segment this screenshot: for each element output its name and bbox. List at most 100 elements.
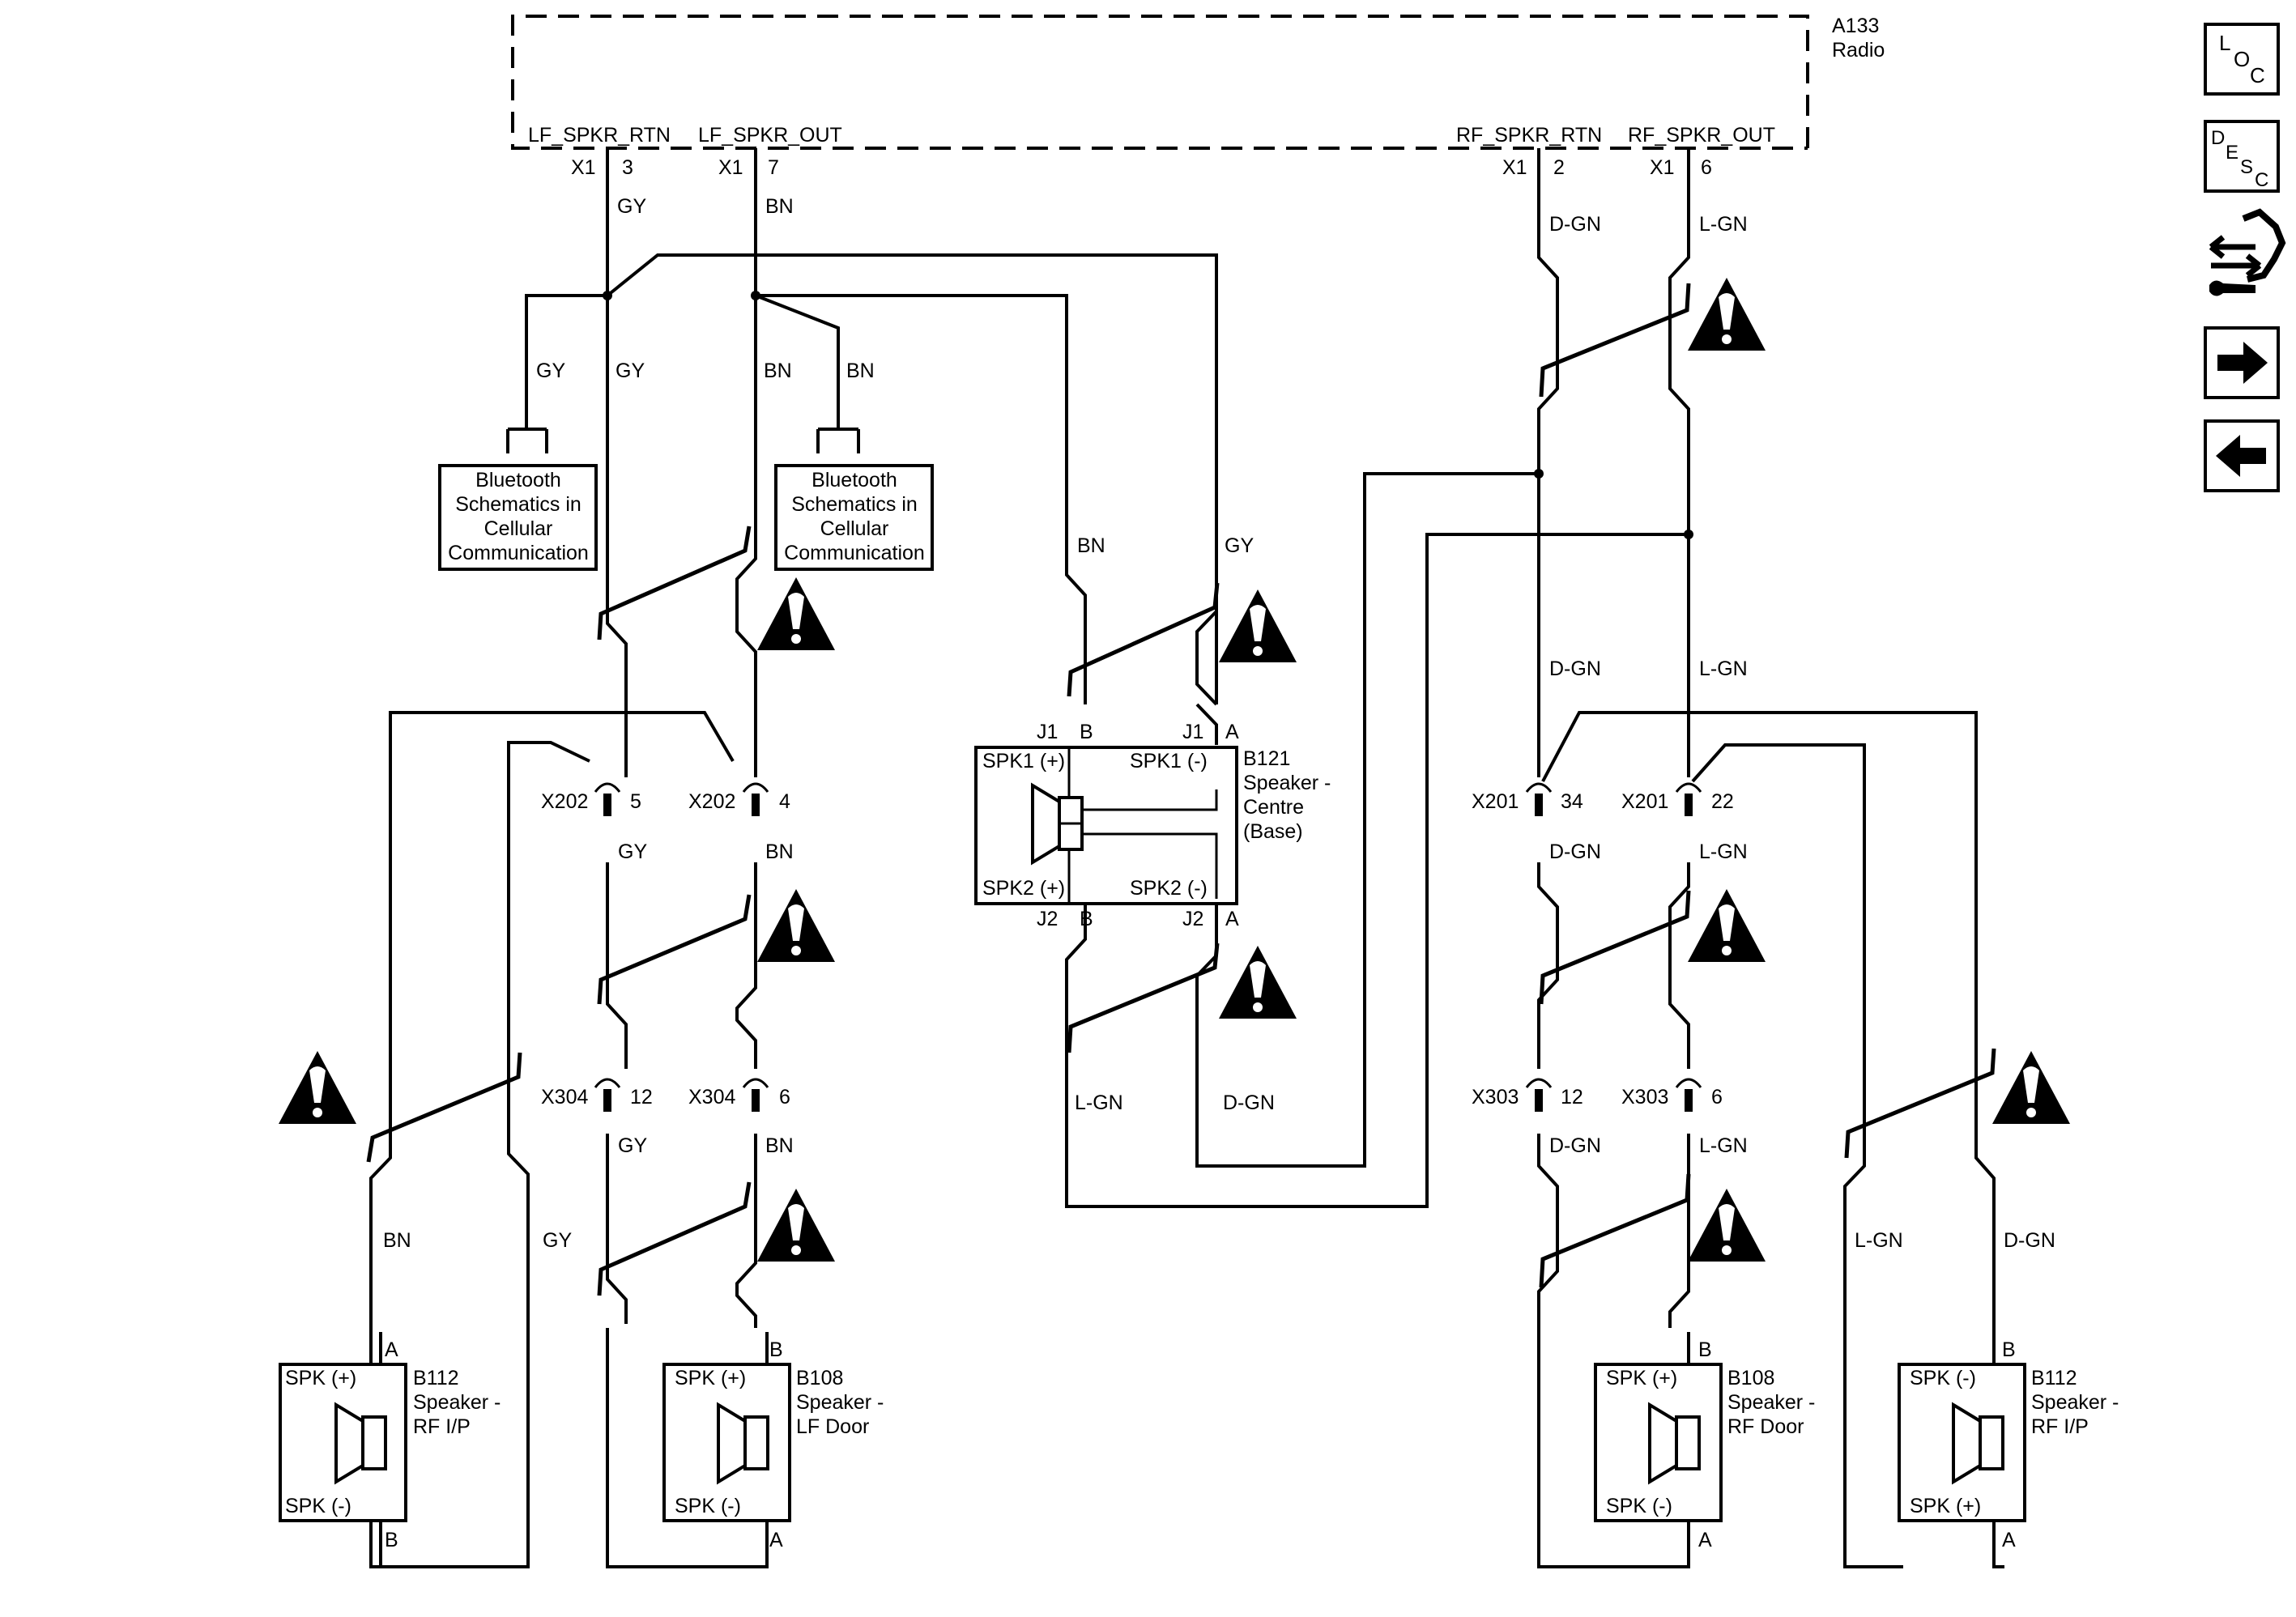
svg-text:RF I/P: RF I/P [413,1415,471,1438]
wire-centre-bn [1065,789,1429,1208]
svg-text:B: B [1080,908,1093,930]
svg-text:L-GN: L-GN [1699,657,1748,680]
svg-text:LF Door: LF Door [796,1415,869,1438]
connector-x304-6: X304 6 [688,1078,790,1112]
sidebar: L O C D E S C [2204,23,2286,492]
wire-x202-loops [369,711,735,1568]
connector-x202-5: X202 5 [541,782,641,816]
svg-text:C: C [2250,63,2265,87]
speaker-lead-stubs [379,1332,1996,1567]
svg-text:Speaker -: Speaker - [1243,772,1331,794]
svg-text:D-GN: D-GN [2004,1229,2055,1252]
svg-text:Bluetooth: Bluetooth [811,469,897,491]
svg-text:GY: GY [1225,534,1254,557]
svg-text:SPK (-): SPK (-) [675,1495,741,1517]
svg-text:RF I/P: RF I/P [2031,1415,2089,1438]
svg-text:A: A [1698,1529,1712,1551]
speaker-icon [1031,782,1218,899]
inline-connectors: X202 5 X202 4 X304 12 X304 6 X201 34 [541,782,1734,1112]
speaker-icon [334,1402,387,1485]
svg-text:GY: GY [618,840,647,863]
svg-text:22: 22 [1711,790,1734,813]
svg-text:J2: J2 [1037,908,1058,930]
svg-text:S: S [2240,156,2253,178]
svg-text:Cellular: Cellular [820,517,889,540]
loc-button[interactable]: L O C [2204,23,2280,96]
desc-button[interactable]: D E S C [2204,120,2280,193]
svg-text:4: 4 [779,790,790,813]
svg-text:6: 6 [779,1086,790,1108]
warning-icon [1688,1189,1766,1262]
wire-lf-rtn-gy [506,148,1218,1568]
warning-icon [279,1051,356,1124]
svg-text:B112: B112 [2031,1367,2077,1389]
svg-text:BN: BN [765,1134,794,1157]
svg-text:X303: X303 [1621,1086,1668,1108]
svg-text:B: B [1698,1338,1712,1361]
svg-text:12: 12 [630,1086,653,1108]
signal-rf-out: RF_SPKR_OUT [1628,124,1775,147]
conn-x1-lf-out: X1 [718,156,743,179]
warning-icon [1219,946,1297,1019]
svg-text:B: B [769,1338,783,1361]
svg-text:J2: J2 [1182,908,1203,930]
svg-text:Schematics in: Schematics in [791,493,918,516]
svg-text:SPK (+): SPK (+) [675,1367,746,1389]
svg-text:34: 34 [1561,790,1583,813]
connector-x201-22: X201 22 [1621,782,1734,816]
svg-text:B108: B108 [796,1367,843,1389]
svg-text:(Base): (Base) [1243,820,1303,843]
speaker-b108-right: SPK (+) SPK (-) B A B108 Speaker - RF Do… [1594,1338,1815,1551]
svg-text:J1: J1 [1037,721,1058,743]
pin-lf-rtn: 3 [622,156,633,179]
svg-text:A: A [769,1529,783,1551]
prev-arrow-button[interactable] [2204,419,2280,492]
centre-speaker-b121: J1 B J1 A J2 B J2 A SPK1 (+) SPK1 (-) SP… [974,721,1331,930]
svg-text:BN: BN [846,360,875,382]
svg-text:6: 6 [1711,1086,1723,1108]
connector-tool-icon[interactable] [2209,208,2286,296]
connector-x304-12: X304 12 [541,1078,653,1112]
svg-text:SPK1 (+): SPK1 (+) [982,750,1065,772]
warning-icon [757,1189,835,1262]
svg-text:GY: GY [618,1134,647,1157]
speaker-icon [1952,1402,2004,1485]
svg-text:GY: GY [616,360,645,382]
twist-marks [366,283,1996,1296]
svg-text:Cellular: Cellular [484,517,553,540]
svg-text:D-GN: D-GN [1549,657,1601,680]
bluetooth-box-left: Bluetooth Schematics in Cellular Communi… [438,464,598,571]
svg-text:Speaker -: Speaker - [796,1391,884,1414]
speaker-b112-right: SPK (-) SPK (+) B A B112 Speaker - RF I/… [1898,1338,2119,1551]
speaker-b112-left: SPK (+) SPK (-) A B B112 Speaker - RF I/… [279,1338,501,1551]
svg-text:SPK (-): SPK (-) [285,1495,351,1517]
svg-text:Communication: Communication [784,542,925,564]
warning-icon [757,889,835,962]
svg-text:SPK2 (+): SPK2 (+) [982,877,1065,900]
wire-color-labels: GY BN GY GY BN BN BN GY GY BN GY BN BN G… [383,195,2055,1252]
conn-x1-rf-out: X1 [1650,156,1675,179]
pin-rf-out: 6 [1701,156,1712,179]
svg-text:Speaker -: Speaker - [1727,1391,1815,1414]
warning-icon [1992,1051,2070,1124]
svg-text:L-GN: L-GN [1699,213,1748,236]
svg-text:Bluetooth: Bluetooth [475,469,561,491]
svg-text:L-GN: L-GN [1699,1134,1748,1157]
svg-text:L-GN: L-GN [1075,1091,1123,1114]
svg-text:GY: GY [617,195,646,218]
svg-text:RF Door: RF Door [1727,1415,1804,1438]
speaker-b108-left: SPK (+) SPK (-) B A B108 Speaker - LF Do… [662,1338,884,1551]
svg-text:X304: X304 [541,1086,588,1108]
signal-lf-out: LF_SPKR_OUT [698,124,842,147]
wire-centre-top [1195,559,1218,745]
warning-icon [1219,589,1297,662]
warning-icons [279,278,2070,1262]
svg-text:E: E [2226,142,2238,164]
svg-text:X202: X202 [541,790,588,813]
next-arrow-button[interactable] [2204,326,2280,399]
svg-text:Speaker -: Speaker - [2031,1391,2119,1414]
svg-text:X202: X202 [688,790,735,813]
bluetooth-box-right: Bluetooth Schematics in Cellular Communi… [774,464,934,571]
svg-text:A: A [2002,1529,2016,1551]
svg-text:L-GN: L-GN [1855,1229,1903,1252]
